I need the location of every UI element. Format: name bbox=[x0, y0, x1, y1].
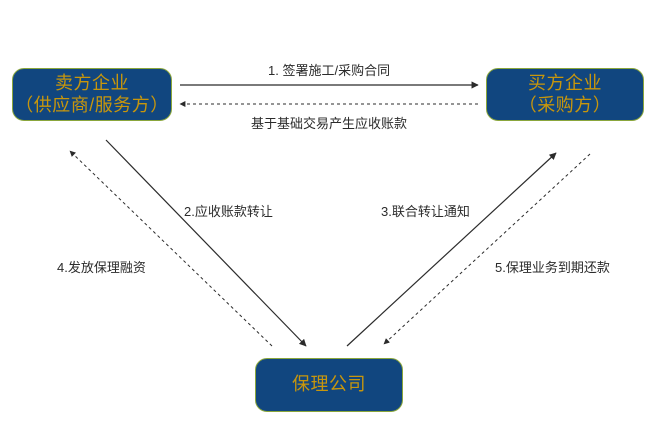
edge-factoring-funding-dashed bbox=[69, 150, 273, 347]
edge-joint-notice-solid bbox=[346, 152, 557, 347]
node-seller-line-2: （供应商/服务方） bbox=[15, 94, 169, 115]
node-factoring-company[interactable]: 保理公司 bbox=[255, 358, 403, 412]
edge-repayment-dashed bbox=[383, 153, 591, 345]
edge-label-joint-notice: 3.联合转让通知 bbox=[381, 204, 470, 219]
node-seller-line-1: 卖方企业 bbox=[55, 72, 129, 93]
edge-label-repayment: 5.保理业务到期还款 bbox=[495, 260, 610, 275]
node-factor-line-1: 保理公司 bbox=[292, 374, 366, 395]
node-buyer-line-1: 买方企业 bbox=[528, 72, 602, 93]
edge-assign-receivable-solid bbox=[105, 139, 307, 347]
node-buyer-enterprise[interactable]: 买方企业 （采购方） bbox=[486, 68, 644, 121]
edge-label-assign-receivable: 2.应收账款转让 bbox=[184, 204, 273, 219]
edge-label-factoring-funding: 4.发放保理融资 bbox=[57, 260, 146, 275]
node-buyer-line-2: （采购方） bbox=[518, 94, 612, 115]
edge-label-receivable: 基于基础交易产生应收账款 bbox=[251, 116, 408, 131]
node-seller-enterprise[interactable]: 卖方企业 （供应商/服务方） bbox=[12, 68, 172, 121]
edge-label-contract: 1. 签署施工/采购合同 bbox=[268, 63, 391, 78]
